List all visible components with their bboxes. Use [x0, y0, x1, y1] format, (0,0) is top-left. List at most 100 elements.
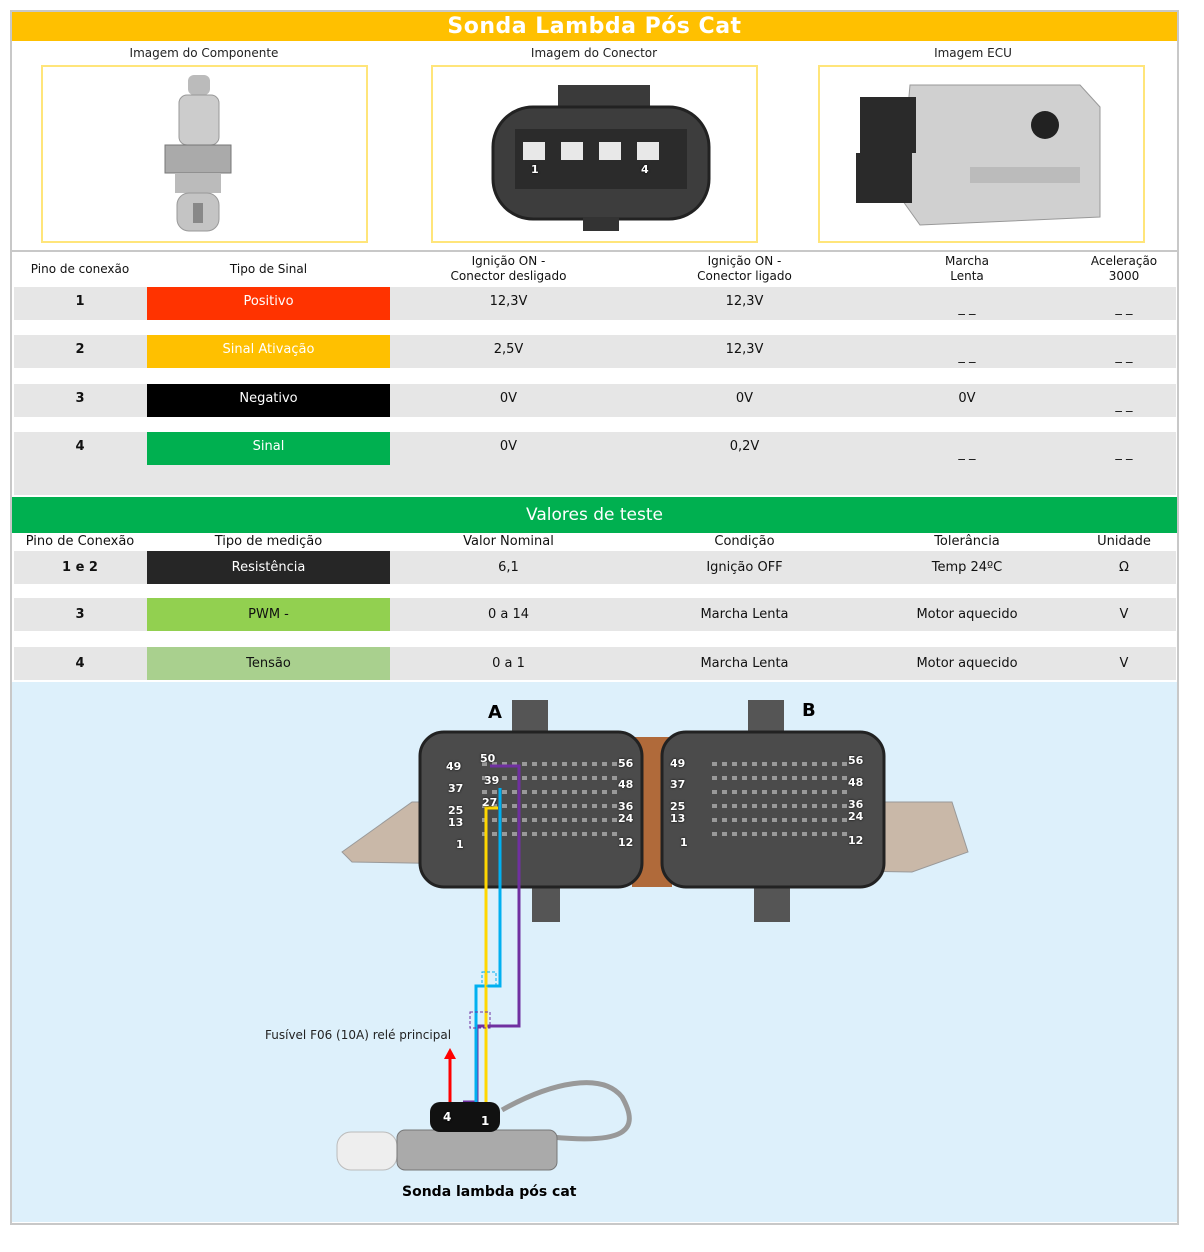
cell-ign_on: 12,3V — [725, 342, 764, 357]
cell-pin: 3 — [75, 391, 85, 406]
header-idle: Marcha Lenta — [945, 254, 989, 283]
test-values-title: Valores de teste — [12, 497, 1177, 533]
cell-ign_off: 0V — [499, 439, 518, 454]
ecu-b-pin-label: 48 — [848, 776, 864, 789]
ecu-b-pin-label: 36 — [848, 798, 864, 811]
cell-signal: Negativo — [147, 384, 390, 417]
test-cell-condition: Ignição OFF — [706, 560, 783, 575]
test-header-pin: Pino de Conexão — [25, 534, 135, 549]
ecu-a-pin-label: 49 — [446, 760, 462, 773]
test-cell-pin: 4 — [75, 656, 85, 671]
test-cell-unit: V — [1119, 607, 1129, 622]
cell-ign_on: 0,2V — [729, 439, 760, 454]
test-header-unit: Unidade — [1097, 534, 1151, 549]
header-ign-off: Ignição ON - Conector desligado — [450, 254, 567, 283]
connector-pin-4: 4 — [641, 163, 649, 176]
header-accel: Aceleração 3000 — [1090, 254, 1158, 283]
ecu-a-pin-label: 12 — [618, 836, 634, 849]
ecu-a-pin-label: 36 — [618, 800, 634, 813]
cell-ign_on: 0V — [735, 391, 754, 406]
test-cell-nominal: 6,1 — [498, 560, 519, 575]
cell-ign_off: 12,3V — [489, 294, 528, 309]
lambda-sensor-icon — [164, 75, 232, 232]
sensor-label: Sonda lambda pós cat — [402, 1184, 577, 1200]
ecu-b-pin-label: 12 — [848, 834, 864, 847]
cell-signal: Positivo — [147, 287, 390, 320]
cell-signal: Sinal — [147, 432, 390, 465]
test-cell-tolerance: Motor aquecido — [916, 656, 1018, 671]
header-ign-on: Ignição ON - Conector ligado — [697, 254, 792, 283]
sensor-pin-4: 4 — [443, 1110, 452, 1124]
connector-icon — [491, 85, 711, 231]
cell-signal: Sinal Ativação — [147, 335, 390, 368]
cell-ign_on: 12,3V — [725, 294, 764, 309]
ecu-a-pin-label: 37 — [448, 782, 464, 795]
fuse-label: Fusível F06 (10A) relé principal — [265, 1028, 452, 1042]
ecu-a-pin-label: 24 — [618, 812, 634, 825]
cell-ign_off: 0V — [499, 391, 518, 406]
cell-ign_off: 2,5V — [493, 342, 524, 357]
ecu-b-pin-label: 56 — [848, 754, 864, 767]
cell-pin: 4 — [75, 439, 85, 454]
component-image — [41, 65, 368, 243]
test-header-type: Tipo de medição — [214, 534, 323, 549]
ecu-connectors-illustration — [336, 700, 969, 1171]
test-cell-nominal: 0 a 14 — [487, 607, 530, 622]
cell-accel: _ _ — [1115, 349, 1133, 364]
ecu-a-pin-label: 27 — [482, 796, 498, 809]
ecu-a-pin-label: 50 — [480, 752, 496, 765]
test-cell-type: Tensão — [147, 647, 390, 680]
test-cell-pin: 1 e 2 — [62, 560, 98, 575]
connector-a-label: A — [488, 702, 502, 723]
test-cell-tolerance: Temp 24ºC — [931, 560, 1003, 575]
ecu-a-pin-label: 56 — [618, 757, 634, 770]
test-cell-tolerance: Motor aquecido — [916, 607, 1018, 622]
connector-pin-1: 1 — [531, 163, 539, 176]
cell-idle: 0V — [958, 391, 976, 406]
test-header-tolerance: Tolerância — [934, 534, 1000, 549]
ecu-b-pin-label: 25 — [670, 800, 686, 813]
ecu-b-pin-label: 1 — [680, 836, 688, 849]
divider — [12, 250, 1177, 252]
ecu-image — [818, 65, 1145, 243]
cell-pin: 1 — [75, 294, 85, 309]
cell-accel: _ _ — [1115, 398, 1133, 413]
test-cell-type: PWM - — [147, 598, 390, 631]
header-pin: Pino de conexão — [30, 261, 130, 276]
ecu-a-pin-label: 25 — [448, 804, 464, 817]
ecu-a-pin-label: 13 — [448, 816, 464, 829]
test-header-condition: Condição — [714, 534, 775, 549]
test-cell-type: Resistência — [147, 551, 390, 584]
connector-image-label: Imagem do Conector — [530, 46, 658, 60]
component-image-label: Imagem do Componente — [129, 46, 279, 60]
cell-accel: _ _ — [1115, 301, 1133, 316]
test-cell-nominal: 0 a 1 — [492, 656, 525, 671]
test-cell-unit: Ω — [1119, 560, 1129, 575]
sheet-frame — [10, 10, 1179, 1225]
ecu-a-pin-label: 1 — [456, 838, 464, 851]
ecu-b-pin-label: 37 — [670, 778, 686, 791]
connector-image: 1 4 — [431, 65, 758, 243]
test-cell-pin: 3 — [75, 607, 85, 622]
ecu-b-pin-label: 49 — [670, 757, 686, 770]
cell-idle: _ _ — [958, 349, 976, 364]
ecu-b-pin-label: 13 — [670, 812, 686, 825]
connector-b-label: B — [802, 700, 816, 721]
test-header-nominal: Valor Nominal — [463, 534, 554, 549]
test-cell-condition: Marcha Lenta — [700, 607, 789, 622]
test-cell-condition: Marcha Lenta — [700, 656, 789, 671]
ecu-image-label: Imagem ECU — [934, 46, 1012, 60]
ecu-b-pin-label: 24 — [848, 810, 864, 823]
sensor-pin-1: 1 — [481, 1114, 490, 1128]
ecu-a-pin-label: 48 — [618, 778, 634, 791]
page-title: Sonda Lambda Pós Cat — [12, 12, 1177, 41]
test-cell-unit: V — [1119, 656, 1129, 671]
cell-pin: 2 — [75, 342, 85, 357]
cell-idle: _ _ — [958, 301, 976, 316]
cell-accel: _ _ — [1115, 446, 1133, 461]
ecu-a-pin-label: 39 — [484, 774, 500, 787]
header-signal-type: Tipo de Sinal — [229, 261, 308, 276]
table-footer-band — [14, 465, 1176, 495]
cell-idle: _ _ — [958, 446, 976, 461]
